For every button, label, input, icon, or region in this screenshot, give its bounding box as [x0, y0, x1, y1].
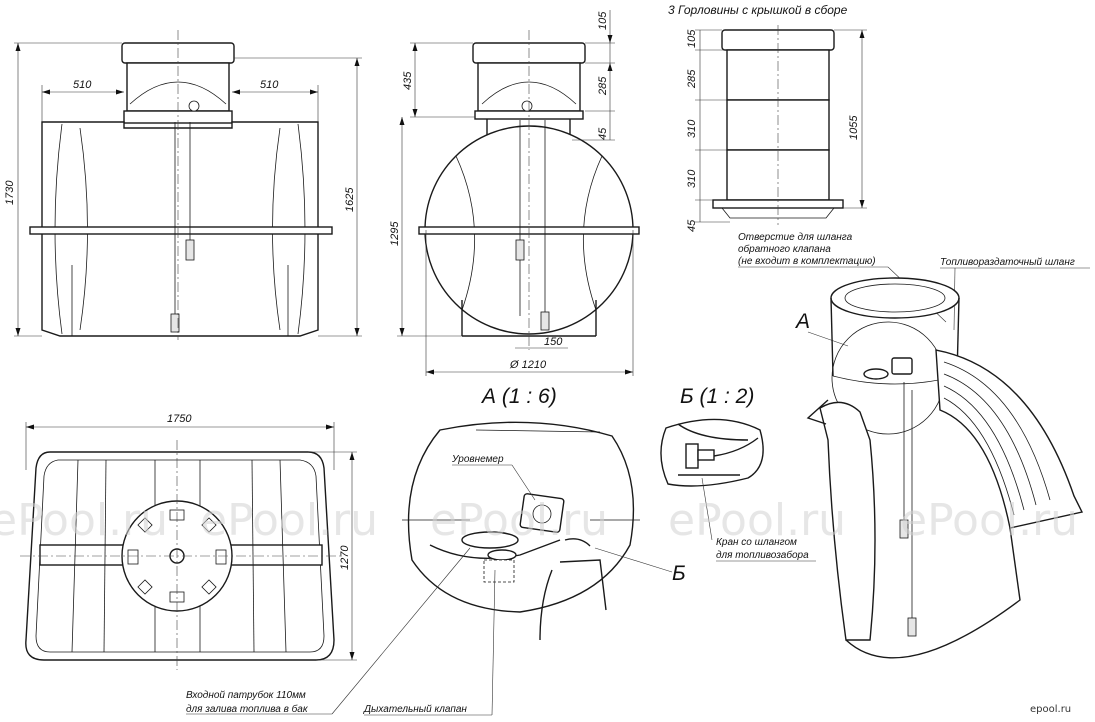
dim-diameter: Ø 1210 — [509, 359, 547, 371]
detail-b-title: Б (1 : 2) — [680, 385, 754, 408]
label-inlet-1: Входной патрубок 110мм — [186, 689, 306, 701]
label-level-gauge: Уровнемер — [451, 454, 504, 465]
dim-front-left: 510 — [73, 79, 92, 91]
side-view: 435 1295 105 285 45 Ø 1210 150 — [389, 10, 640, 376]
marker-b: Б — [672, 562, 686, 585]
watermarks: ePool.ru ePool.ru ePool.ru ePool.ru ePoo… — [0, 495, 1078, 546]
dim-neck-top: 105 — [597, 11, 609, 30]
detail-a-title: А (1 : 6) — [480, 385, 557, 408]
dim-side-neck: 435 — [402, 71, 414, 90]
detail-a: А (1 : 6) Уровнемер Б — [402, 385, 686, 641]
label-valve-2: для топливозабора — [716, 549, 809, 561]
dim-ring-5: 45 — [686, 219, 698, 232]
dim-front-right: 510 — [260, 79, 279, 91]
drawing-title: 3 Горловины с крышкой в сборе — [668, 3, 848, 17]
dim-body-height: 1625 — [344, 187, 356, 212]
neck-rings-view: 3 Горловины с крышкой в сборе 105 285 31… — [668, 3, 867, 232]
watermark-5: ePool.ru — [900, 495, 1078, 546]
label-valve-1: Кран со шлангом — [716, 537, 797, 548]
dim-ring-1: 105 — [686, 29, 698, 48]
detail-b: Б (1 : 2) Кран со шлангом для топливозаб… — [660, 385, 816, 562]
dim-neck-base: 45 — [597, 127, 609, 140]
dim-neck-total: 1055 — [848, 115, 860, 140]
label-return-hole-3: (не входит в комплектацию) — [738, 256, 876, 267]
dim-total-height: 1730 — [4, 180, 16, 205]
watermark-2: ePool.ru — [200, 495, 378, 546]
dim-ring-3: 310 — [686, 119, 698, 138]
dim-neck-mid: 285 — [597, 76, 609, 96]
watermark-3: ePool.ru — [430, 495, 608, 546]
dim-ring-4: 310 — [686, 169, 698, 188]
label-return-hole-2: обратного клапана — [738, 243, 831, 255]
site-logo: epool.ru — [1030, 704, 1071, 715]
top-view: 1750 1270 — [20, 413, 357, 670]
dim-ring-2: 285 — [686, 69, 698, 89]
dim-foot: 150 — [544, 336, 563, 348]
dim-top-depth: 1270 — [339, 545, 351, 570]
front-view: 510 510 1730 1625 — [4, 30, 362, 340]
watermark-1: ePool.ru — [0, 495, 168, 546]
label-fuel-hose: Топливораздаточный шланг — [940, 257, 1075, 268]
label-return-hole-1: Отверстие для шланга — [738, 232, 853, 243]
label-inlet-2: для залива топлива в бак — [186, 703, 309, 715]
isometric-view: Отверстие для шланга обратного клапана (… — [738, 232, 1090, 659]
label-breather: Дыхательный клапан — [363, 704, 467, 715]
detail-a-callouts: Входной патрубок 110мм для залива топлив… — [186, 547, 496, 716]
marker-a: А — [794, 310, 810, 333]
dim-side-body: 1295 — [389, 221, 401, 246]
dim-top-width: 1750 — [167, 413, 192, 425]
watermark-4: ePool.ru — [668, 495, 846, 546]
